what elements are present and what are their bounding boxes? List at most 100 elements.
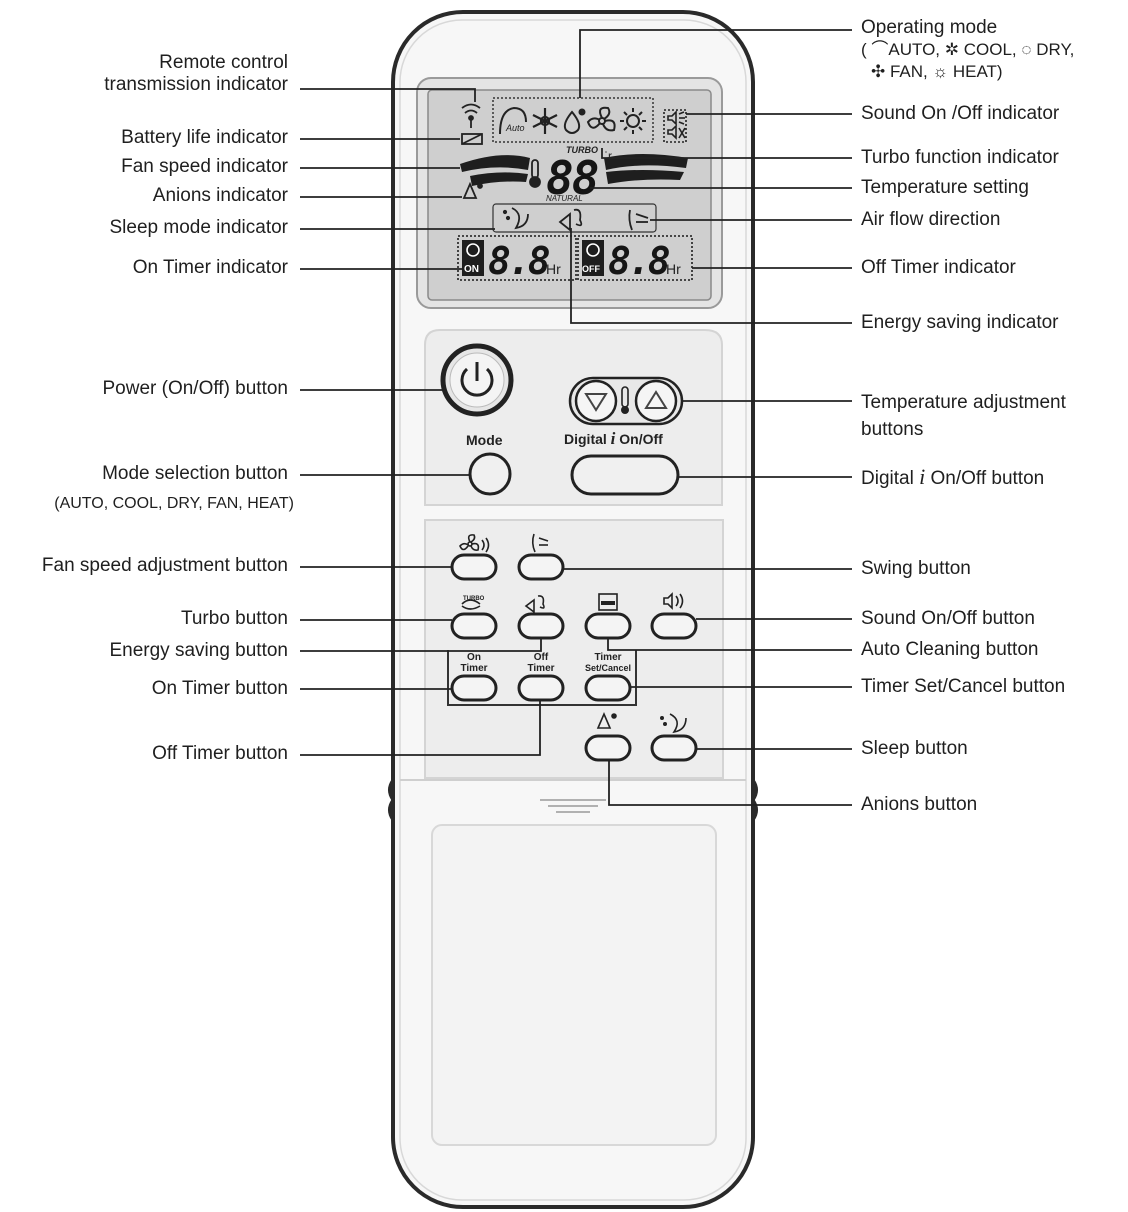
off-timer-tag: OFF [582, 264, 600, 274]
auto-clean-button-icon [598, 593, 618, 611]
digital-onoff-button[interactable] [570, 454, 680, 496]
on-timer-button[interactable] [450, 674, 498, 702]
fan-speed-bars-icon [460, 155, 530, 186]
label-energy-saving-indicator: Energy saving indicator [861, 312, 1059, 333]
on-timer-button-label-line2: Timer [460, 663, 487, 674]
on-timer-value: 8.8 [488, 239, 550, 283]
function-row-box [492, 203, 657, 233]
label-air-flow: Air flow direction [861, 209, 1001, 230]
label-fan-speed: Fan speed indicator [121, 156, 288, 177]
mode-button-label: Mode [466, 432, 503, 448]
label-operating-mode: Operating mode ( ⌒AUTO, ✲ COOL, ◌ DRY, ✣… [861, 17, 1074, 83]
sound-onoff-button[interactable] [650, 612, 698, 640]
label-on-timer: On Timer indicator [132, 257, 288, 278]
label-anions: Anions indicator [152, 185, 288, 206]
off-timer-button[interactable] [517, 674, 565, 702]
on-timer-hr: Hr [546, 261, 561, 277]
temp-up-button[interactable] [634, 379, 678, 423]
temperature-display: 88 [546, 151, 598, 205]
anions-button[interactable] [584, 734, 632, 762]
temp-adjust-buttons[interactable] [568, 376, 684, 426]
label-digital-pre: Digital [861, 468, 914, 489]
label-on-timer-button: On Timer button [151, 678, 288, 699]
label-temperature-setting: Temperature setting [861, 177, 1029, 198]
label-turbo-function: Turbo function indicator [861, 147, 1059, 168]
label-mode-selection-sub: (AUTO, COOL, DRY, FAN, HEAT) [54, 495, 294, 512]
timer-group-outline [447, 650, 637, 706]
off-timer-value: 8.8 [608, 239, 670, 283]
label-remote-transmission-line1: Remote control [159, 52, 288, 73]
label-sleep-button: Sleep button [861, 738, 968, 759]
off-timer-hr: Hr [666, 261, 681, 277]
battery-icon [461, 133, 483, 145]
remote-inner-outline [399, 19, 747, 1201]
battery-cover [431, 824, 717, 1146]
label-digital-button: Digital i On/Off button [861, 466, 1044, 490]
op-heat: HEAT) [952, 62, 1003, 81]
turbo-small-icon: ˈr [604, 149, 612, 163]
op-fan-icon: ✣ [871, 62, 886, 81]
temp-down-button[interactable] [574, 379, 618, 423]
digital-label-i: i [611, 429, 616, 448]
heat-mode-icon [620, 108, 646, 134]
on-timer-tag: ON [464, 264, 479, 275]
sleep-button[interactable] [650, 734, 698, 762]
timer-setcancel-button[interactable] [584, 674, 632, 702]
op-fan: FAN, [889, 62, 928, 81]
label-off-timer: Off Timer indicator [861, 257, 1016, 278]
label-operating-mode-title: Operating mode [861, 17, 998, 38]
sound-button-icon [663, 592, 684, 610]
op-auto: AUTO, [888, 40, 941, 59]
label-operating-mode-line2: ( ⌒AUTO, ✲ COOL, ◌ DRY, [861, 40, 1075, 59]
cool-mode-icon [532, 108, 558, 134]
label-battery: Battery life indicator [121, 127, 288, 148]
label-temp-adjust-line1: Temperature adjustment [861, 392, 1066, 413]
swing-button[interactable] [517, 553, 565, 581]
natural-text: NATURAL [546, 194, 583, 203]
label-digital-i: i [919, 464, 926, 489]
sound-indicator-icon [663, 109, 687, 143]
on-timer-button-label-line1: On [467, 652, 481, 663]
fan-speed-button[interactable] [450, 553, 498, 581]
label-swing-button: Swing button [861, 558, 971, 579]
energy-saving-button[interactable] [517, 612, 565, 640]
turbo-button-icon [461, 599, 481, 610]
mode-button[interactable] [468, 452, 512, 496]
fan-speed-button-icon [459, 534, 490, 553]
turbo-text: TURBO [566, 145, 598, 155]
label-temp-adjust: Temperature adjustment buttons [861, 389, 1066, 443]
anions-button-icon [596, 711, 617, 729]
label-operating-mode-line3: ✣ FAN, ☼ HEAT) [861, 61, 1074, 83]
timer-setcancel-button-label-line1: Timer [594, 652, 621, 663]
auto-cleaning-button[interactable] [584, 612, 632, 640]
label-auto-cleaning: Auto Cleaning button [861, 639, 1039, 660]
swing-button-icon [531, 533, 549, 553]
op-cool: COOL, [963, 40, 1017, 59]
power-icon [460, 367, 494, 397]
sleep-lcd-icon [502, 207, 529, 230]
timer-setcancel-button-label-line2: Set/Cancel [585, 663, 631, 673]
label-digital-post: On/Off button [930, 468, 1045, 489]
energy-saving-button-icon [524, 595, 545, 614]
on-timer-box [457, 235, 577, 281]
off-timer-button-label-line2: Timer [527, 663, 554, 674]
op-cool-icon: ✲ [944, 40, 960, 59]
label-remote-transmission: Remote control transmission indicator [104, 52, 288, 96]
turbo-button[interactable] [450, 612, 498, 640]
fan-mode-icon [586, 106, 616, 132]
label-energy-saving-button: Energy saving button [109, 640, 288, 661]
digital-label: Digital i On/Off [564, 429, 663, 448]
op-auto-icon: ⌒ [871, 40, 889, 59]
mode-icons-box [492, 97, 654, 143]
power-button[interactable] [440, 343, 514, 417]
auto-mode-icon: Auto [499, 106, 527, 135]
off-clock-icon [586, 243, 600, 257]
label-remote-transmission-line2: transmission indicator [104, 74, 288, 95]
label-sound-indicator: Sound On /Off indicator [861, 103, 1060, 124]
digital-label-word: Digital [564, 431, 607, 447]
on-clock-icon [466, 243, 480, 257]
temp-down-icon [584, 393, 608, 412]
energy-saving-lcd-icon [558, 208, 583, 232]
left-side-grip [388, 779, 395, 821]
